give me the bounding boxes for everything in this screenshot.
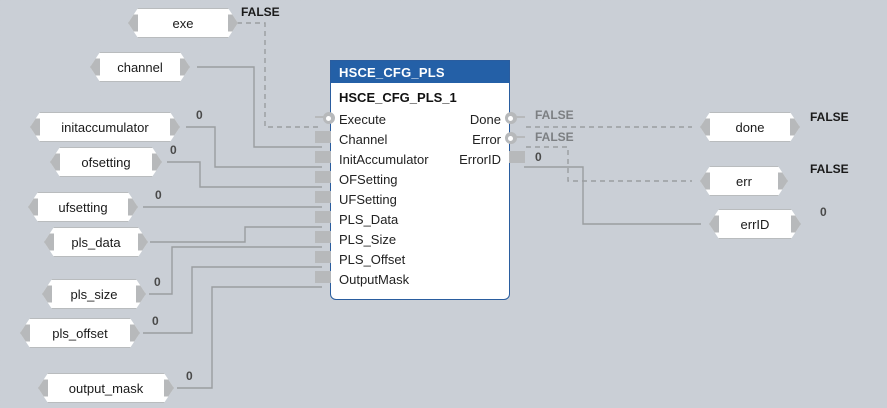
fb-input-label-outputmask: OutputMask <box>339 272 410 287</box>
value-label-err: FALSE <box>810 162 849 176</box>
pin-done[interactable] <box>505 111 525 124</box>
wire-plsdata <box>150 226 322 243</box>
fb-input-label-ofsetting: OFSetting <box>339 172 398 187</box>
variable-label-initaccumulator: initaccumulator <box>61 119 149 135</box>
value-label-initaccumulator: 0 <box>196 108 203 122</box>
variable-label-ofsetting: ofsetting <box>81 154 131 170</box>
wire-channel <box>197 66 322 148</box>
variable-box-output-mask[interactable]: output_mask <box>38 373 174 403</box>
fb-input-label-pls-data: PLS_Data <box>339 212 399 227</box>
variable-label-output-mask: output_mask <box>68 380 144 396</box>
variable-box-done[interactable]: done <box>700 112 800 142</box>
fb-output-label-error: Error <box>472 132 501 147</box>
fb-input-label-channel: Channel <box>339 132 388 147</box>
value-label-exe: FALSE <box>241 5 280 19</box>
pin-ufsetting[interactable] <box>315 191 331 203</box>
wire-err <box>526 146 692 182</box>
function-block-hsce-cfg-pls[interactable]: HSCE_CFG_PLS HSCE_CFG_PLS_1 Execute Done… <box>315 60 525 300</box>
pin-initaccumulator[interactable] <box>315 151 331 163</box>
wire-errid <box>524 166 701 225</box>
fb-row-channel-error: Channel Error <box>315 131 525 151</box>
fb-row-pls-size: PLS_Size <box>315 231 509 251</box>
variable-label-pls-data: pls_data <box>71 234 121 250</box>
pin-error[interactable] <box>505 131 525 144</box>
value-label-ufsetting: 0 <box>155 188 162 202</box>
variable-box-err[interactable]: err <box>700 166 788 196</box>
wire-outputmask <box>177 286 322 389</box>
fb-input-label-initaccumulator: InitAccumulator <box>339 152 429 167</box>
variable-box-pls-offset[interactable]: pls_offset <box>20 318 140 348</box>
value-label-output-mask: 0 <box>186 369 193 383</box>
fb-input-label-pls-size: PLS_Size <box>339 232 397 247</box>
variable-box-pls-data[interactable]: pls_data <box>44 227 148 257</box>
wire-plsoffset <box>143 266 322 334</box>
fb-row-pls-data: PLS_Data <box>315 211 509 231</box>
value-label-ofsetting: 0 <box>170 143 177 157</box>
variable-label-ufsetting: ufsetting <box>58 199 108 215</box>
wire-exe-execute <box>219 22 322 128</box>
pin-outputmask[interactable] <box>315 271 331 283</box>
variable-label-pls-offset: pls_offset <box>52 325 108 341</box>
variable-box-ufsetting[interactable]: ufsetting <box>28 192 138 222</box>
variable-label-errid: errID <box>740 216 770 232</box>
variable-box-initaccumulator[interactable]: initaccumulator <box>30 112 180 142</box>
variable-box-errid[interactable]: errID <box>709 209 801 239</box>
pin-execute[interactable] <box>315 111 335 124</box>
pin-ofsetting[interactable] <box>315 171 331 183</box>
pin-channel[interactable] <box>315 131 331 143</box>
fb-output-label-errorid: ErrorID <box>459 152 501 167</box>
value-label-done: FALSE <box>810 110 849 124</box>
variable-label-err: err <box>736 173 752 189</box>
variable-box-pls-size[interactable]: pls_size <box>42 279 146 309</box>
pin-pls-data[interactable] <box>315 211 331 223</box>
variable-box-exe[interactable]: exe <box>128 8 238 38</box>
wire-ofsetting <box>167 161 322 188</box>
fb-row-initaccumulator-errorid: InitAccumulator ErrorID <box>315 151 525 171</box>
variable-box-channel[interactable]: channel <box>90 52 190 82</box>
pin-value-error: FALSE <box>535 130 574 144</box>
value-label-pls-offset: 0 <box>152 314 159 328</box>
pin-value-done: FALSE <box>535 108 574 122</box>
fb-input-label-execute: Execute <box>339 112 386 127</box>
function-block-instance-name: HSCE_CFG_PLS_1 <box>339 90 457 105</box>
fb-row-ufsetting: UFSetting <box>315 191 509 211</box>
pin-value-errorid: 0 <box>535 150 542 164</box>
variable-label-channel: channel <box>117 59 163 75</box>
fb-output-label-done: Done <box>469 112 501 127</box>
fb-input-label-pls-offset: PLS_Offset <box>339 252 406 267</box>
variable-label-exe: exe <box>172 15 194 31</box>
variable-label-done: done <box>735 119 765 135</box>
fb-row-execute-done: Execute Done <box>315 111 525 131</box>
wire-plssize <box>149 246 322 295</box>
variable-label-pls-size: pls_size <box>70 286 118 302</box>
pin-pls-size[interactable] <box>315 231 331 243</box>
value-label-errid: 0 <box>820 205 827 219</box>
function-block-type-name: HSCE_CFG_PLS <box>331 61 509 83</box>
pin-errorid[interactable] <box>509 151 525 163</box>
variable-box-ofsetting[interactable]: ofsetting <box>50 147 162 177</box>
value-label-pls-size: 0 <box>154 275 161 289</box>
fb-input-label-ufsetting: UFSetting <box>339 192 397 207</box>
pin-pls-offset[interactable] <box>315 251 331 263</box>
fb-row-pls-offset: PLS_Offset <box>315 251 509 271</box>
fb-row-outputmask: OutputMask <box>315 271 509 291</box>
wire-initaccumulator <box>186 126 322 168</box>
fb-row-ofsetting: OFSetting <box>315 171 509 191</box>
